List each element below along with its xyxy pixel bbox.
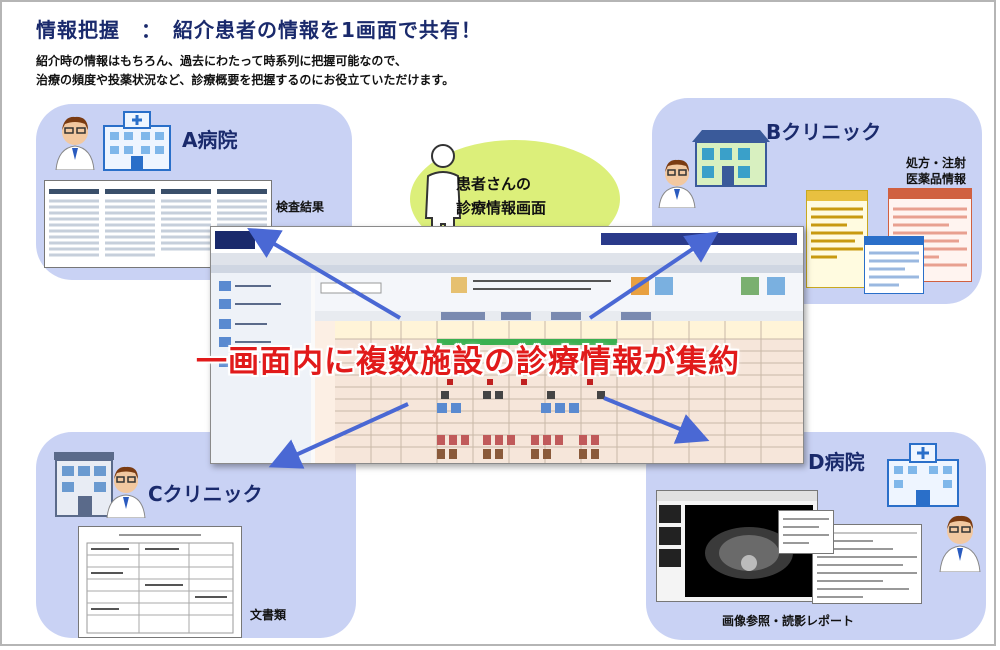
facility-d-caption: 画像参照・読影レポート — [722, 614, 855, 628]
speech-line-2: 診療情報画面 — [456, 199, 547, 217]
facility-a-name: A病院 — [182, 128, 238, 152]
subtitle-line-1: 紹介時の情報はもちろん、過去にわたって時系列に把握可能なので、 — [36, 54, 407, 68]
clinic-building-icon — [692, 130, 770, 187]
arrow-to-a-hospital — [247, 227, 402, 320]
subtitle-line-2: 治療の頻度や投薬状況など、診療概要を把握するのにお役立ていただけます。 — [36, 73, 455, 87]
prescription-thumbnail — [806, 190, 868, 288]
facility-a-caption: 検査結果 — [276, 200, 325, 214]
doctor-icon — [658, 159, 696, 208]
doctor-icon — [939, 515, 981, 572]
drug-info-thumbnail — [864, 236, 924, 294]
hospital-building-icon — [887, 443, 959, 507]
doctor-icon — [55, 116, 95, 170]
injection-thumbnail — [888, 188, 972, 282]
facility-c-name: Cクリニック — [148, 482, 263, 506]
facility-b-name: Bクリニック — [766, 120, 882, 144]
speech-text: 患者さんの 診療情報画面 — [456, 172, 546, 220]
arrow-to-c-clinic — [268, 402, 409, 469]
page-title: 情報把握 ： 紹介患者の情報を1画面で共有！ — [36, 18, 482, 42]
hospital-building-icon — [103, 111, 171, 171]
facility-d-name: D病院 — [808, 450, 865, 474]
report-header-thumbnail — [778, 510, 834, 554]
speech-line-1: 患者さんの — [456, 175, 532, 193]
arrow-to-b-clinic — [588, 231, 719, 320]
facility-c-caption: 文書類 — [250, 608, 287, 622]
headline-banner: 一画面内に複数施設の診療情報が集約 — [196, 344, 740, 380]
facility-b-caption-2: 医薬品情報 — [906, 172, 967, 186]
doctor-icon — [106, 466, 146, 518]
arrow-to-d-hospital — [603, 396, 710, 444]
clinic-building-icon — [54, 452, 114, 517]
facility-b-caption-1: 処方・注射 — [906, 156, 967, 170]
document-thumbnail — [78, 526, 242, 638]
